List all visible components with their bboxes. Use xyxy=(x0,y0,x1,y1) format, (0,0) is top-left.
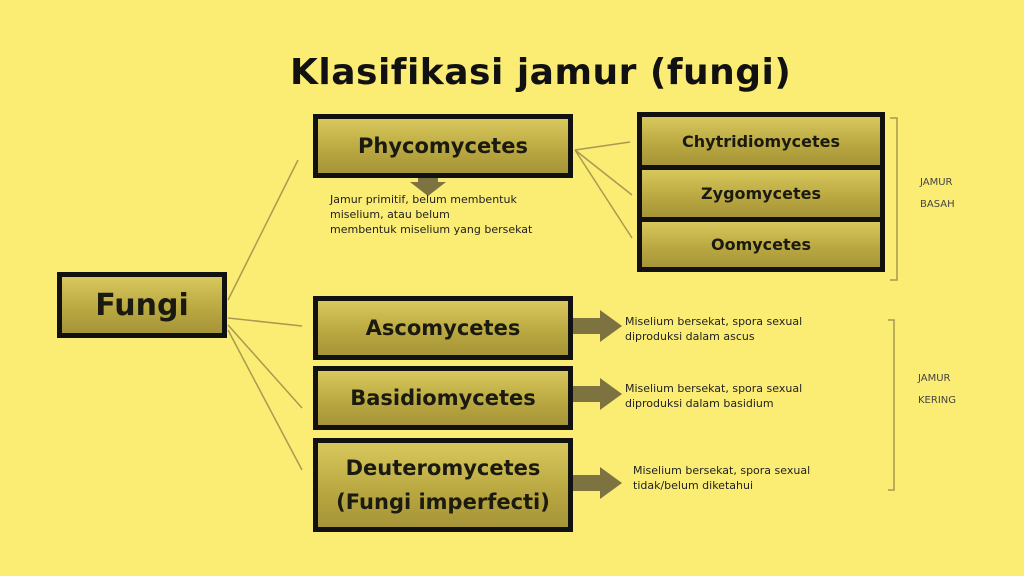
desc-line: Miselium bersekat, spora sexual xyxy=(625,382,803,395)
phycomycetes-subclasses: Chytridiomycetes Zygomycetes Oomycetes xyxy=(637,112,885,272)
basidiomycetes-box: Basidiomycetes xyxy=(313,366,573,430)
box-line: Deuteromycetes xyxy=(345,456,541,480)
deuteromycetes-box: Deuteromycetes (Fungi imperfecti) xyxy=(313,438,573,532)
subclass-oomycetes: Oomycetes xyxy=(642,222,880,267)
desc-line: diproduksi dalam ascus xyxy=(625,330,755,343)
desc-line: Miselium bersekat, spora sexual xyxy=(633,464,811,477)
jamur-basah-label: JAMUR BASAH xyxy=(920,172,955,216)
desc-line: tidak/belum diketahui xyxy=(633,479,753,492)
fungi-box: Fungi xyxy=(57,272,227,338)
subclass-chytridiomycetes: Chytridiomycetes xyxy=(642,117,880,170)
desc-line: Miselium bersekat, spora sexual xyxy=(625,315,803,328)
diagram-title: Klasifikasi jamur (fungi) xyxy=(290,52,792,93)
desc-line: miselium, atau belum xyxy=(330,208,450,221)
jamur-kering-label: JAMUR KERING xyxy=(918,368,956,412)
box-line: (Fungi imperfecti) xyxy=(336,490,550,514)
subclass-zygomycetes: Zygomycetes xyxy=(642,170,880,222)
phycomycetes-box: Phycomycetes xyxy=(313,114,573,178)
desc-line: Jamur primitif, belum membentuk xyxy=(330,193,517,206)
ascomycetes-box: Ascomycetes xyxy=(313,296,573,360)
label-line: JAMUR xyxy=(918,373,951,384)
desc-line: diproduksi dalam basidium xyxy=(625,397,774,410)
ascomycetes-description: Miselium bersekat, spora sexual diproduk… xyxy=(625,314,802,344)
desc-line: membentuk miselium yang bersekat xyxy=(330,223,533,236)
basidiomycetes-description: Miselium bersekat, spora sexual diproduk… xyxy=(625,381,802,411)
label-line: KERING xyxy=(918,395,957,406)
label-line: JAMUR xyxy=(920,177,953,188)
phycomycetes-description: Jamur primitif, belum membentuk miselium… xyxy=(330,192,532,237)
deuteromycetes-description: Miselium bersekat, spora sexual tidak/be… xyxy=(633,463,810,493)
label-line: BASAH xyxy=(920,199,955,210)
